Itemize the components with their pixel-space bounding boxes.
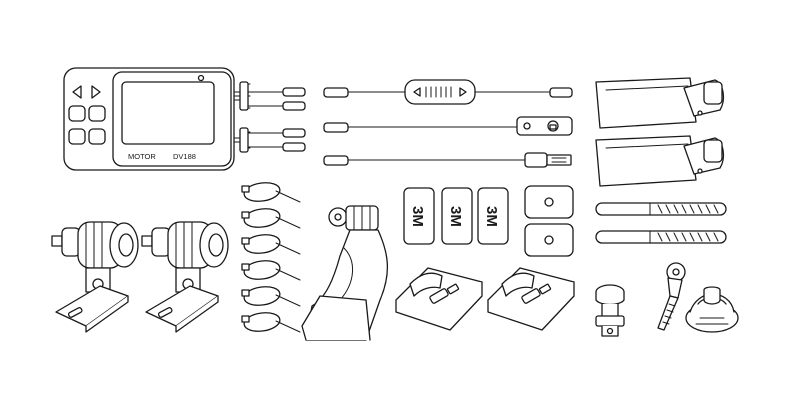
hook-loop-strap-1: [595, 202, 727, 216]
cable-tie-3: [241, 234, 301, 255]
svg-text:3M: 3M: [447, 206, 464, 227]
usb-icon: [551, 157, 567, 163]
velcro-strap-2: [595, 135, 725, 187]
3m-pad-2: 3M: [441, 187, 473, 245]
j-hook-mount: [301, 205, 389, 341]
curved-base-mount-2: [487, 267, 575, 331]
indicator-light-cable: [323, 116, 573, 136]
left-arrow-icon: [72, 85, 82, 99]
velcro-strap-1: [595, 77, 725, 129]
record-button: [68, 128, 86, 145]
dvr-model-label: DV188: [173, 152, 196, 161]
bullet-camera-1: [51, 221, 139, 333]
remote-switch-icon: [413, 86, 467, 98]
3m-pad-1: 3M: [403, 187, 435, 245]
mode-button: [88, 128, 106, 145]
dvr-brand-label: MOTOR: [128, 152, 156, 161]
screw-nut: [685, 286, 739, 333]
usb-power-cable: [323, 152, 572, 168]
cable-tie-6: [241, 312, 301, 333]
3m-pad-3: 3M: [477, 187, 509, 245]
hook-loop-strap-2: [595, 230, 727, 244]
remote-switch-cable: [323, 79, 573, 105]
ok-button: [88, 105, 106, 122]
dvr-connector-4: [247, 142, 306, 152]
tripod-adapter: [595, 284, 625, 337]
thumb-screw: [657, 262, 686, 331]
curved-base-mount-1: [395, 267, 483, 331]
cable-ties: [241, 182, 301, 333]
square-stickers: [524, 185, 574, 257]
dvr-connector-1: [247, 87, 306, 97]
svg-text:3M: 3M: [483, 206, 500, 227]
dvr-recorder: MOTOR DV188: [63, 67, 306, 171]
3m-adhesive-pads: 3M 3M 3M: [403, 187, 509, 245]
svg-text:3M: 3M: [409, 206, 426, 227]
cable-tie-4: [241, 260, 301, 281]
dvr-connector-3: [247, 128, 306, 138]
menu-button: [68, 105, 86, 122]
dvr-connector-2: [247, 101, 306, 111]
cable-tie-1: [241, 182, 301, 203]
right-arrow-icon: [91, 85, 101, 99]
cable-tie-2: [241, 208, 301, 229]
hook-texture-1: [657, 204, 719, 214]
bullet-camera-2: [141, 221, 229, 333]
hook-texture-2: [657, 232, 719, 242]
cable-tie-5: [241, 286, 301, 307]
